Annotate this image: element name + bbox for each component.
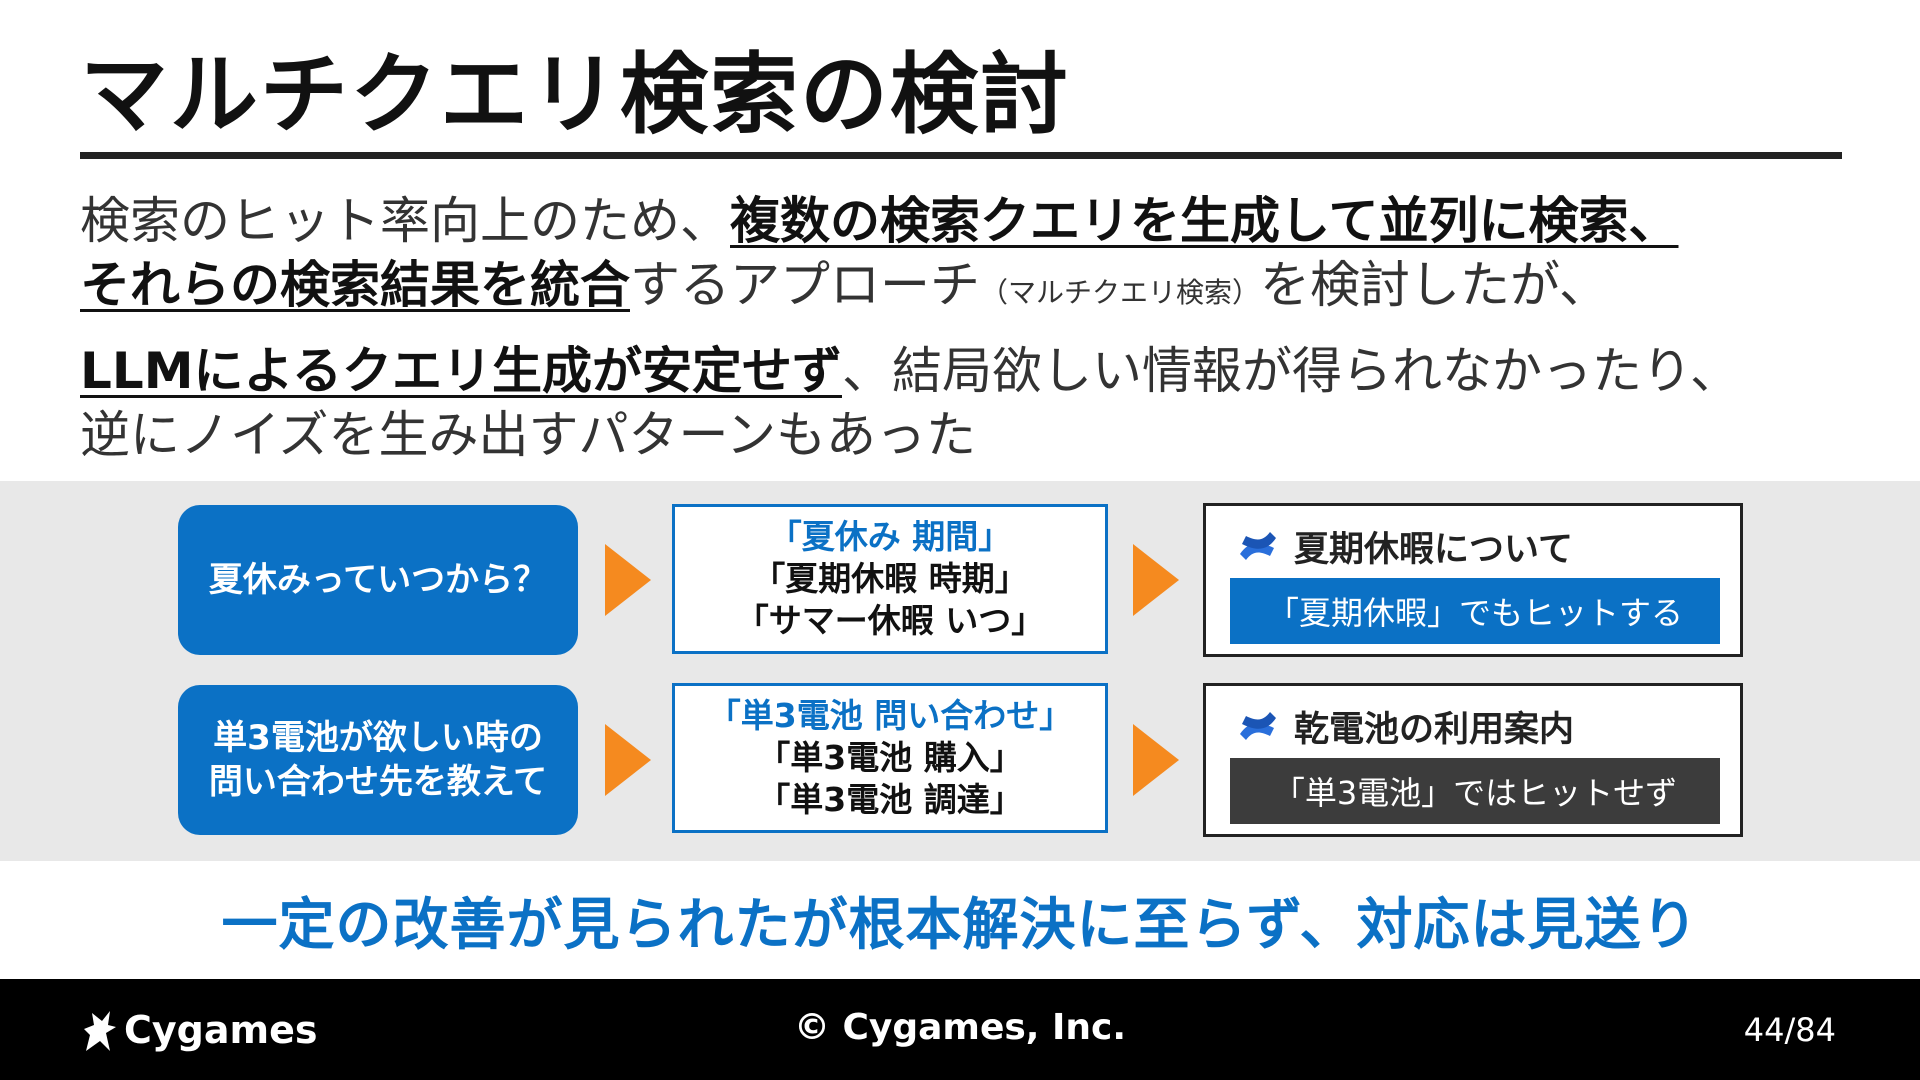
query-variants-box-1: 「夏休み 期間」 「夏期休暇 時期」 「サマー休暇 いつ」 [672, 504, 1108, 654]
footer-logo-text: Cygames [124, 1008, 318, 1052]
query-variants-box-2: 「単3電池 問い合わせ」 「単3電池 購入」 「単3電池 調達」 [672, 683, 1108, 833]
triangle-right-icon [605, 544, 651, 616]
body-line-2-emphasis: それらの検索結果を統合 [80, 256, 630, 314]
footer-copyright: © Cygames, Inc. [793, 1007, 1127, 1048]
body-line-1-emphasis: 複数の検索クエリを生成して並列に検索、 [730, 192, 1679, 250]
confluence-icon [1240, 532, 1276, 560]
body-line-2-note: （マルチクエリ検索） [980, 276, 1261, 309]
body-line-3-emphasis: LLMによるクエリ生成が安定せず [80, 342, 842, 400]
result-box-2: 乾電池の利用案内 「単3電池」ではヒットせず [1203, 683, 1743, 837]
body-line-2-tail: を検討したが、 [1260, 256, 1610, 314]
body-line-1-plain: 検索のヒット率向上のため、 [80, 192, 730, 250]
question-text-2-line-2: 問い合わせ先を教えて [208, 762, 548, 802]
result-title-2: 乾電池の利用案内 [1236, 702, 1574, 750]
result-note-2: 「単3電池」ではヒットせず [1230, 758, 1720, 824]
triangle-right-icon [1133, 724, 1179, 796]
conclusion-text: 一定の改善が見られたが根本解決に至らず、対応は見送り [221, 893, 1699, 958]
question-box-2: 単3電池が欲しい時の 問い合わせ先を教えて [178, 685, 578, 835]
triangle-right-icon [1133, 544, 1179, 616]
footer-logo: Cygames [80, 1005, 318, 1055]
result-title-text-2: 乾電池の利用案内 [1294, 709, 1575, 750]
title-divider [80, 152, 1842, 159]
body-line-4-plain: 逆にノイズを生み出すパターンもあった [80, 406, 976, 464]
query-variant-2-3: 「単3電池 調達」 [757, 780, 1023, 819]
body-line-4: 逆にノイズを生み出すパターンもあった [80, 404, 976, 466]
total-pages: 84 [1795, 1011, 1836, 1049]
query-variant-1-1: 「夏休み 期間」 [768, 517, 1012, 556]
current-page: 44 [1743, 1011, 1785, 1049]
question-text-2-line-1: 単3電池が欲しい時の [213, 718, 543, 758]
query-variant-2-2: 「単3電池 購入」 [757, 738, 1023, 777]
page-number: 44/84 [1743, 1011, 1836, 1049]
query-variant-1-3: 「サマー休暇 いつ」 [735, 601, 1045, 640]
body-line-3: LLMによるクエリ生成が安定せず、結局欲しい情報が得られなかったり、 [80, 340, 1740, 402]
result-title-1: 夏期休暇について [1236, 522, 1573, 570]
query-variant-2-1: 「単3電池 問い合わせ」 [707, 696, 1073, 735]
cygames-logo-icon [84, 1011, 116, 1051]
question-box-1: 夏休みっていつから？ [178, 505, 578, 655]
result-note-1: 「夏期休暇」でもヒットする [1230, 578, 1720, 644]
footer-bar: Cygames © Cygames, Inc. 44/84 [0, 979, 1920, 1080]
triangle-right-icon [605, 724, 651, 796]
slide-title: マルチクエリ検索の検討 [80, 43, 1071, 146]
question-text-1: 夏休みっていつから？ [208, 560, 548, 600]
query-variant-1-2: 「夏期休暇 時期」 [752, 559, 1028, 598]
body-line-3-plain: 、結局欲しい情報が得られなかったり、 [841, 342, 1740, 400]
result-box-1: 夏期休暇について 「夏期休暇」でもヒットする [1203, 503, 1743, 657]
body-line-1: 検索のヒット率向上のため、複数の検索クエリを生成して並列に検索、 [80, 190, 1679, 252]
body-line-2-plain: するアプローチ [630, 256, 980, 314]
result-title-text-1: 夏期休暇について [1294, 529, 1573, 570]
confluence-icon [1240, 712, 1276, 740]
body-line-2: それらの検索結果を統合するアプローチ（マルチクエリ検索）を検討したが、 [80, 254, 1609, 324]
